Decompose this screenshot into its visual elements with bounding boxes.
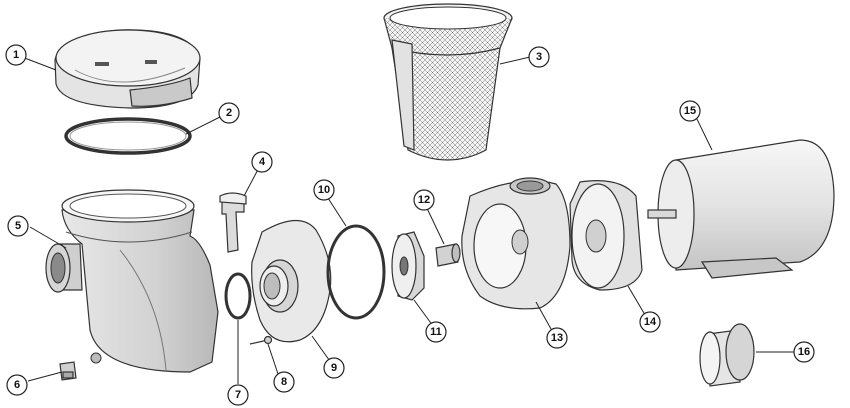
callout-1: 1 xyxy=(5,44,27,66)
part-housing-o-ring xyxy=(326,224,386,320)
svg-text:16: 16 xyxy=(798,346,810,358)
part-strainer-basket xyxy=(383,3,513,161)
svg-text:1: 1 xyxy=(13,49,19,61)
callout-5: 5 xyxy=(7,215,29,237)
part-impeller xyxy=(391,231,425,301)
callout-15: 15 xyxy=(679,100,701,122)
svg-text:13: 13 xyxy=(551,332,563,344)
svg-text:12: 12 xyxy=(418,194,430,206)
part-retaining-clip xyxy=(219,192,247,253)
svg-text:15: 15 xyxy=(684,105,696,117)
svg-text:9: 9 xyxy=(331,362,337,374)
part-union-fitting xyxy=(699,323,755,387)
svg-text:6: 6 xyxy=(14,379,20,391)
part-diffuser xyxy=(461,177,571,310)
svg-text:5: 5 xyxy=(15,220,21,232)
part-strainer-cover xyxy=(54,29,201,109)
callout-3: 3 xyxy=(528,46,550,68)
part-diffuser-o-ring xyxy=(224,272,252,320)
callout-9: 9 xyxy=(323,357,345,379)
part-cover-o-ring xyxy=(64,117,192,155)
part-motor-adapter xyxy=(569,180,643,291)
part-drain-plug xyxy=(59,361,77,381)
part-pump-housing xyxy=(45,189,219,373)
callout-16: 16 xyxy=(793,341,815,363)
callout-8: 8 xyxy=(273,371,295,393)
callout-13: 13 xyxy=(546,327,568,349)
svg-text:10: 10 xyxy=(318,184,330,196)
callout-10: 10 xyxy=(313,179,335,201)
callout-7: 7 xyxy=(227,384,249,406)
svg-text:3: 3 xyxy=(536,51,542,63)
callout-11: 11 xyxy=(425,321,447,343)
svg-text:14: 14 xyxy=(644,316,657,328)
part-shaft-sleeve xyxy=(435,243,461,267)
callout-4: 4 xyxy=(251,151,273,173)
part-motor xyxy=(647,139,835,279)
callout-12: 12 xyxy=(413,189,435,211)
callout-14: 14 xyxy=(639,311,661,333)
callout-2: 2 xyxy=(218,102,240,124)
part-screw xyxy=(249,335,273,345)
callout-6: 6 xyxy=(6,374,28,396)
svg-text:4: 4 xyxy=(259,156,266,168)
svg-text:8: 8 xyxy=(281,376,287,388)
part-seal-plate xyxy=(251,219,332,343)
svg-text:11: 11 xyxy=(430,326,442,338)
svg-text:7: 7 xyxy=(235,389,241,401)
svg-text:2: 2 xyxy=(226,107,232,119)
